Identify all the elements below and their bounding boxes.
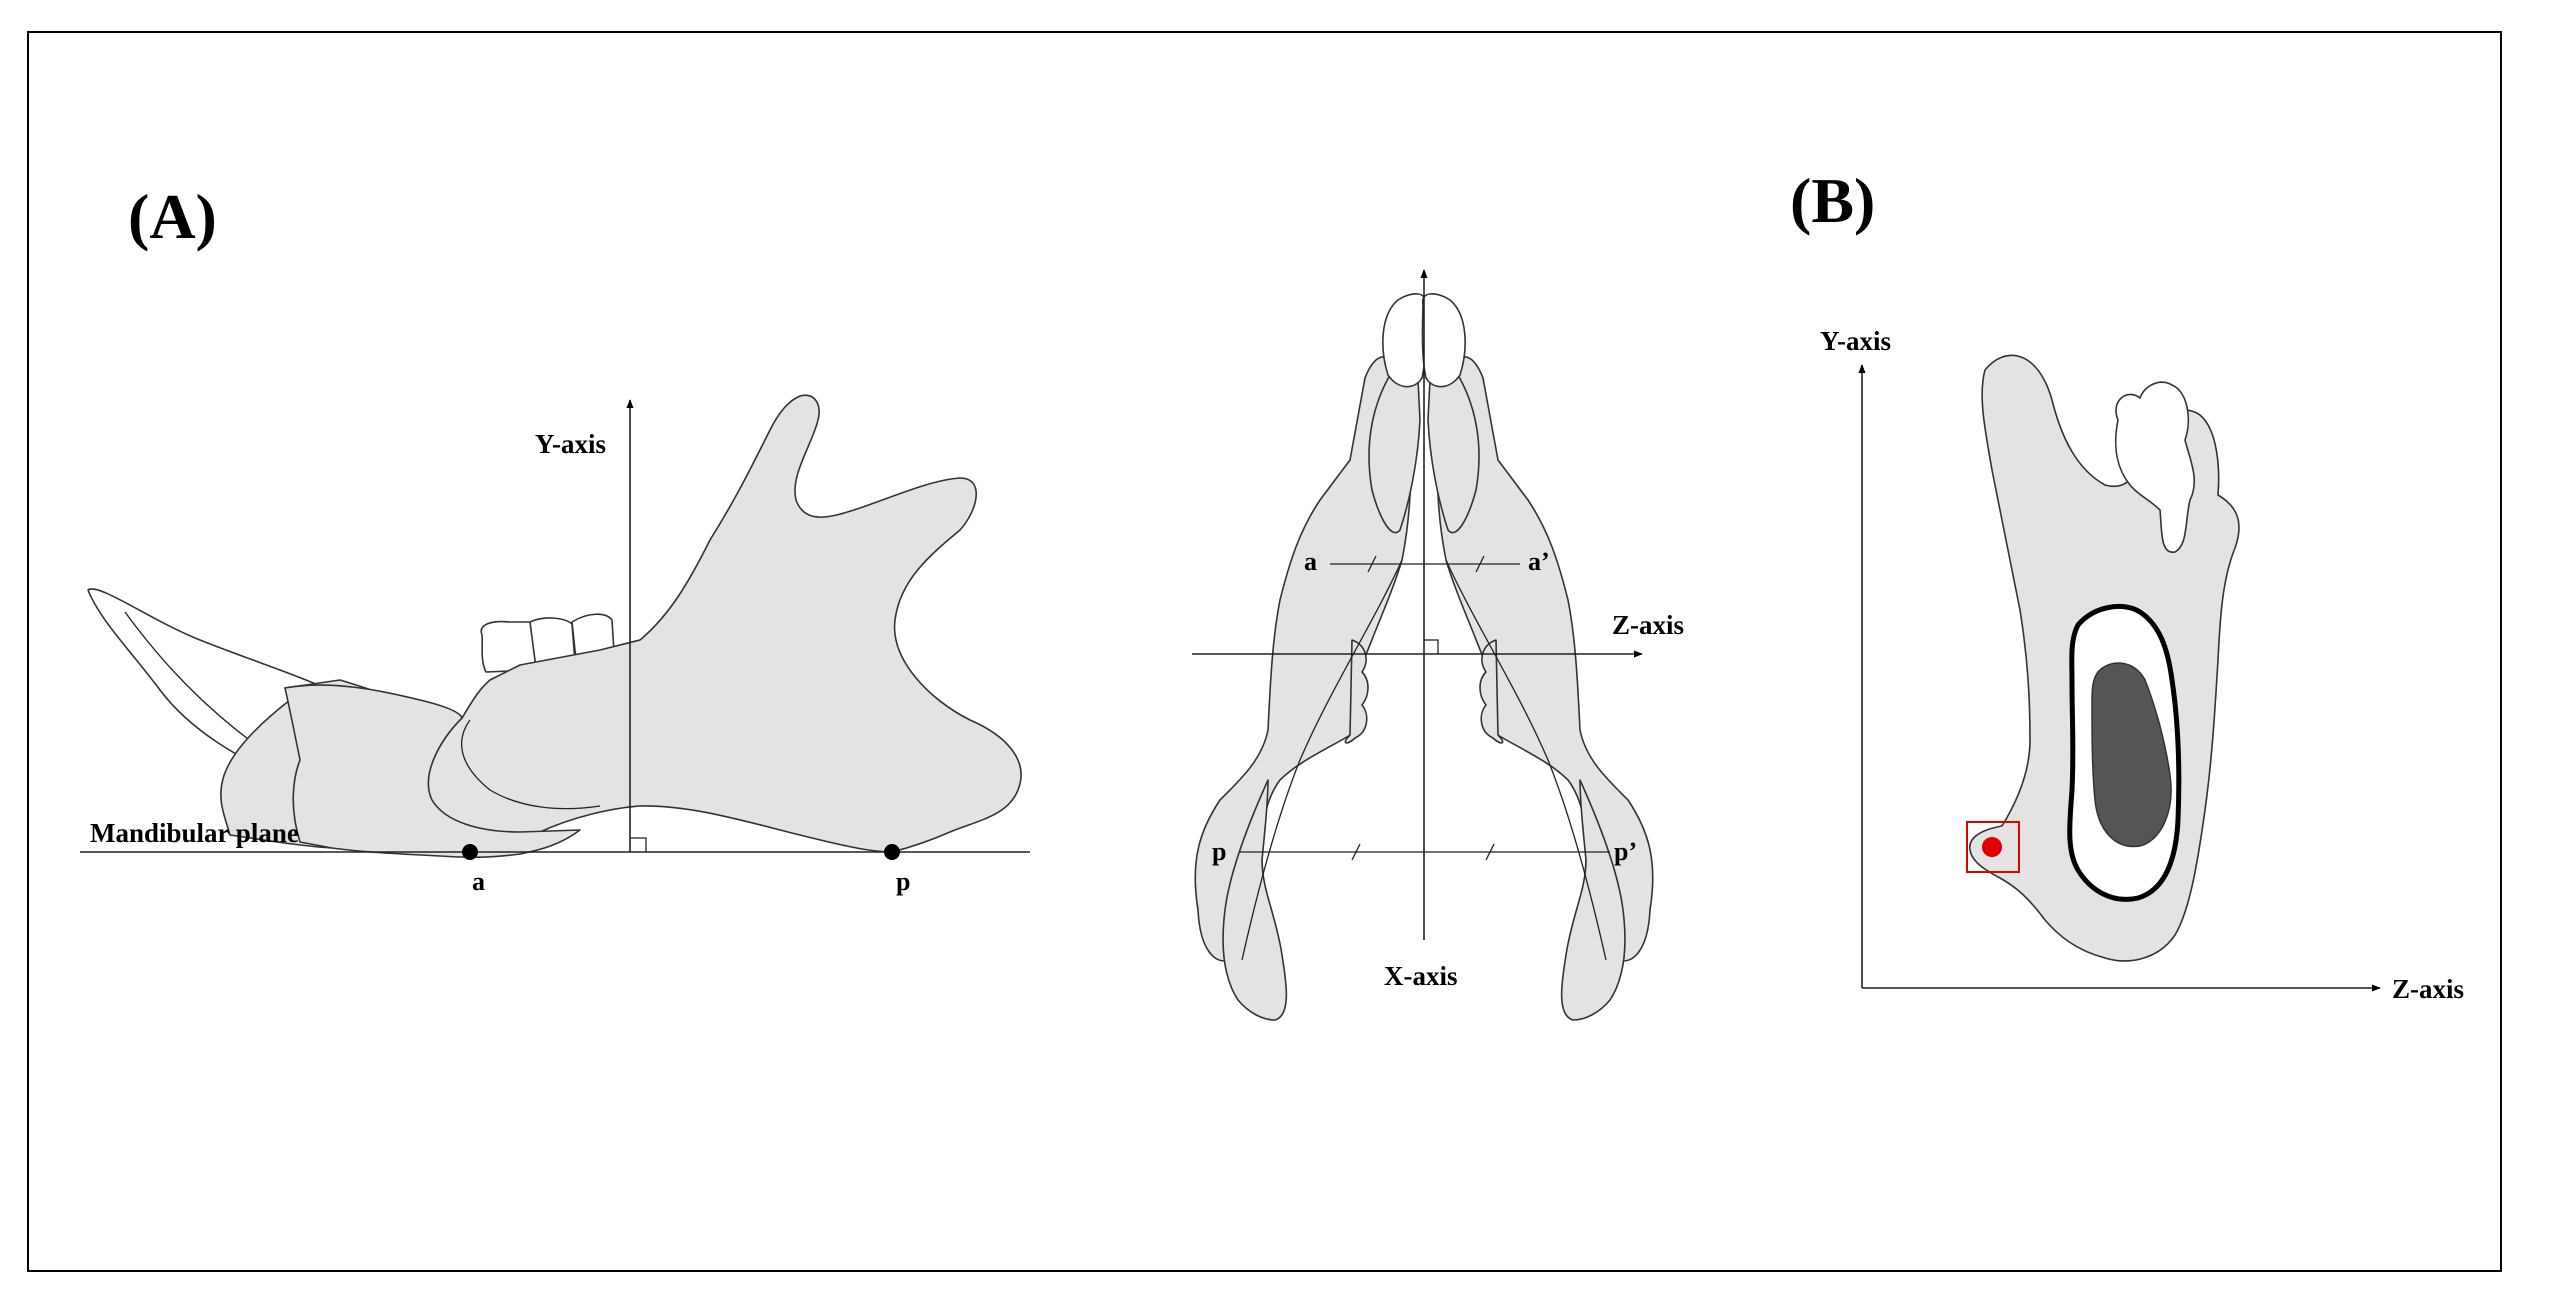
cross-section-view: Y-axis Z-axis <box>1820 326 2464 1004</box>
lateral-y-axis-label: Y-axis <box>535 429 606 459</box>
ventral-a-tick-left <box>1367 555 1377 573</box>
ventral-z-axis-label: Z-axis <box>1612 610 1684 640</box>
lateral-point-p <box>884 844 900 860</box>
mandibular-plane-label: Mandibular plane <box>90 818 299 848</box>
ventral-right-incisor-tip <box>1421 293 1466 388</box>
lateral-inner-curve <box>461 719 601 810</box>
ventral-left-molar-row <box>1344 639 1369 744</box>
figure-frame <box>27 31 2502 1272</box>
ventral-left-ramus <box>1222 779 1288 1021</box>
section-marrow <box>2091 662 2172 848</box>
section-tooth <box>2114 381 2196 553</box>
ventral-right-ridge <box>1445 559 1607 961</box>
ventral-point-p-prime-label: p’ <box>1614 837 1637 866</box>
ventral-right-angle-marker <box>1424 639 1439 654</box>
ventral-right-molar-row <box>1479 639 1504 744</box>
section-highlight-point <box>1982 837 2002 857</box>
lateral-point-p-label: p <box>896 867 910 896</box>
section-y-axis-label: Y-axis <box>1820 326 1891 356</box>
ventral-right-ramus <box>1560 779 1626 1021</box>
ventral-p-tick-left <box>1351 843 1361 861</box>
ventral-point-a-label: a <box>1304 547 1317 576</box>
lateral-mandible-view: Y-axis Mandibular plane a p <box>80 394 1030 896</box>
lateral-incisor-sheath <box>284 684 581 859</box>
ventral-a-tick-right <box>1475 555 1485 573</box>
ventral-left-incisor-tip <box>1382 293 1427 388</box>
ventral-mandible-view: X-axis Z-axis a a’ p p’ <box>1192 269 1684 1021</box>
section-highlight-box <box>1966 821 2020 873</box>
panel-label-a: (A) <box>128 181 217 252</box>
section-z-axis-label: Z-axis <box>2392 974 2464 1004</box>
lateral-right-angle-marker <box>630 837 647 852</box>
ventral-point-a-prime-label: a’ <box>1528 547 1550 576</box>
panel-label-b: (B) <box>1790 165 1875 236</box>
ventral-x-axis-label: X-axis <box>1384 961 1458 991</box>
ventral-p-tick-right <box>1485 843 1495 861</box>
lateral-point-a-label: a <box>472 867 485 896</box>
lateral-point-a <box>462 844 478 860</box>
ventral-point-p-label: p <box>1212 837 1226 866</box>
ventral-left-ridge <box>1241 559 1403 961</box>
